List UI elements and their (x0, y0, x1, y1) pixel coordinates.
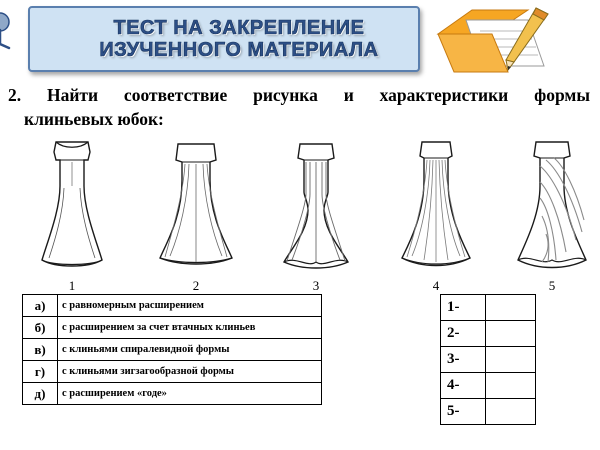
banner-text-group: ТЕСТ НА ЗАКРЕПЛЕНИЕ ИЗУЧЕННОГО МАТЕРИАЛА (30, 8, 418, 70)
table-row: д) с расширением «годе» (22, 382, 322, 405)
match-answer-table: 1- 2- 3- 4- 5- (439, 294, 536, 425)
notepad-pencil-icon (432, 4, 572, 76)
skirt-figure-3: 3 (266, 136, 366, 293)
table-row: а) с равномерным расширением (22, 294, 322, 317)
banner-decoration-icon (0, 8, 28, 52)
match-blank-4[interactable] (485, 372, 536, 399)
match-key-1: 1- (439, 294, 487, 321)
banner-title-line1: ТЕСТ НА ЗАКРЕПЛЕНИЕ (113, 16, 365, 39)
question-line-2: клиньевых юбок: (24, 108, 164, 129)
table-row: 4- (439, 372, 536, 399)
match-key-3: 3- (439, 346, 487, 373)
table-row: в) с клиньями спиралевидной формы (22, 338, 322, 361)
option-text-v: с клиньями спиралевидной формы (57, 338, 322, 361)
skirt-figures-row: 1 2 (10, 136, 590, 293)
match-blank-1[interactable] (485, 294, 536, 321)
skirt-figure-5: 5 (502, 136, 600, 293)
option-key-g: г) (22, 360, 58, 383)
match-blank-3[interactable] (485, 346, 536, 373)
figure-number-2: 2 (192, 278, 200, 293)
header-banner: ТЕСТ НА ЗАКРЕПЛЕНИЕ ИЗУЧЕННОГО МАТЕРИАЛА (28, 6, 420, 72)
banner-title-line2: ИЗУЧЕННОГО МАТЕРИАЛА (99, 39, 379, 62)
skirt-figure-1: 1 (22, 136, 122, 293)
option-key-b: б) (22, 316, 58, 339)
option-text-a: с равномерным расширением (57, 294, 322, 317)
figure-number-1: 1 (68, 278, 76, 293)
match-key-2: 2- (439, 320, 487, 347)
match-key-5: 5- (439, 398, 487, 425)
option-text-d: с расширением «годе» (57, 382, 322, 405)
match-key-4: 4- (439, 372, 487, 399)
option-text-b: с расширением за счет втачных клиньев (57, 316, 322, 339)
skirt-figure-2: 2 (146, 136, 246, 293)
match-blank-5[interactable] (485, 398, 536, 425)
table-row: 3- (439, 346, 536, 373)
table-row: 2- (439, 320, 536, 347)
option-text-g: с клиньями зигзагообразной формы (57, 360, 322, 383)
figure-number-5: 5 (548, 278, 556, 293)
table-row: б) с расширением за счет втачных клиньев (22, 316, 322, 339)
table-row: 1- (439, 294, 536, 321)
skirt-figure-4: 4 (386, 136, 486, 293)
option-key-v: в) (22, 338, 58, 361)
figure-number-3: 3 (312, 278, 320, 293)
figure-number-4: 4 (432, 278, 440, 293)
table-row: г) с клиньями зигзагообразной формы (22, 360, 322, 383)
option-key-a: а) (22, 294, 58, 317)
table-row: 5- (439, 398, 536, 425)
option-key-d: д) (22, 382, 58, 405)
characteristics-table: а) с равномерным расширением б) с расшир… (22, 294, 322, 405)
question-text: 2. Найти соответствие рисунка и характер… (8, 84, 592, 131)
match-blank-2[interactable] (485, 320, 536, 347)
question-line-1: 2. Найти соответствие рисунка и характер… (8, 85, 590, 105)
